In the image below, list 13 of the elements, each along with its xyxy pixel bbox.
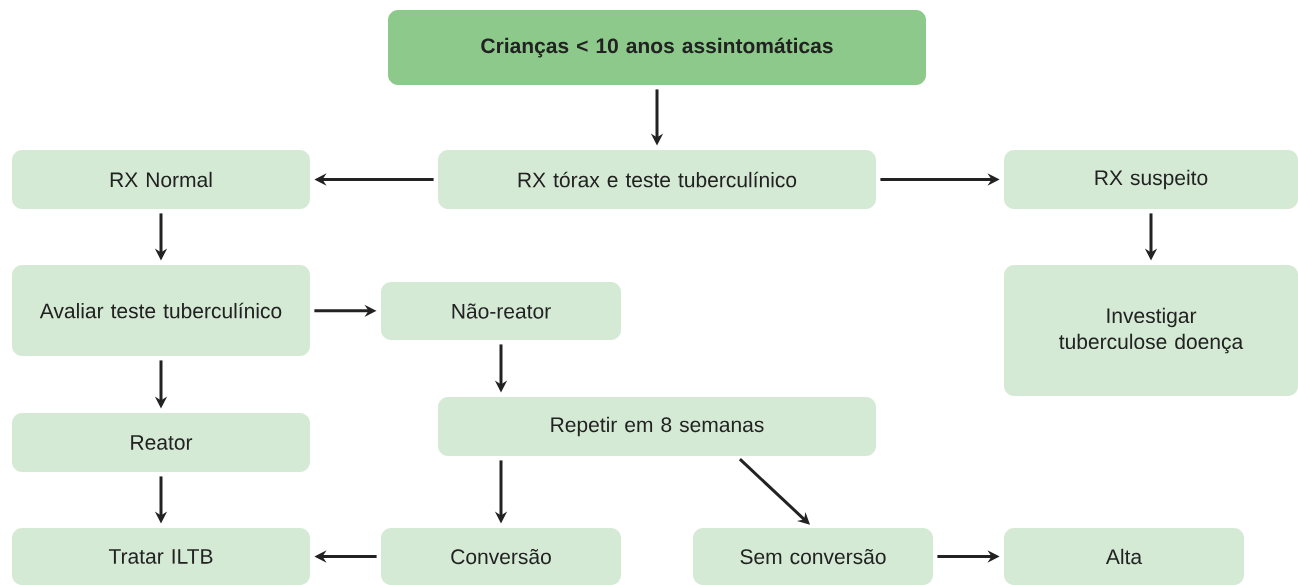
process-box: Repetir em 8 semanas: [438, 397, 876, 456]
process-box: Não-reator: [381, 282, 621, 340]
process-box: Tratar ILTB: [12, 528, 310, 585]
process-box: Conversão: [381, 528, 621, 585]
process-box: Avaliar teste tuberculínico: [12, 265, 310, 356]
process-box: Reator: [12, 413, 310, 472]
process-box: Investigar tuberculose doença: [1004, 265, 1298, 396]
process-box: RX tórax e teste tuberculínico: [438, 150, 876, 209]
process-box: Sem conversão: [693, 528, 933, 585]
process-box: Alta: [1004, 528, 1244, 585]
process-box: RX suspeito: [1004, 150, 1298, 209]
process-box: RX Normal: [12, 150, 310, 209]
title-box: Crianças < 10 anos assintomáticas: [388, 10, 926, 85]
